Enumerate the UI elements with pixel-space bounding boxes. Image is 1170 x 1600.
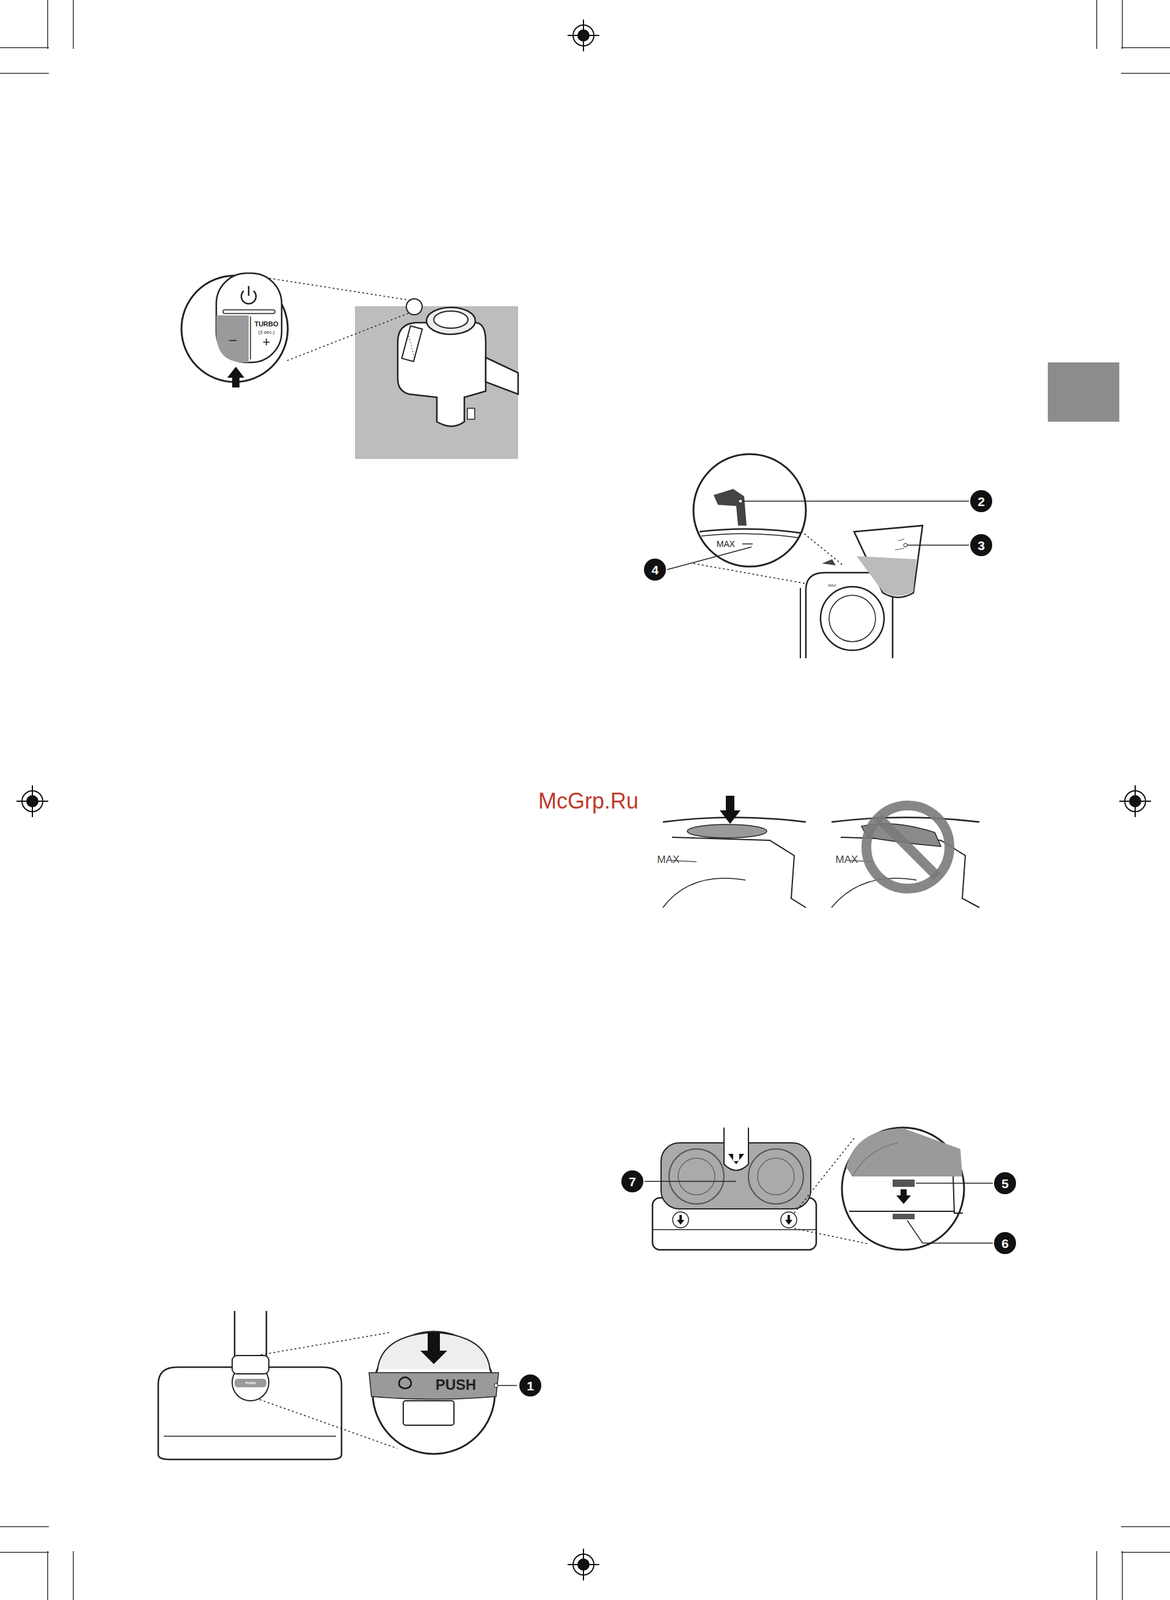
control-figure: [181, 273, 519, 459]
button-sign: –: [229, 332, 237, 347]
callout-number: 7: [621, 1170, 644, 1192]
level-mark: MAX: [835, 854, 859, 865]
button-label: (3 sec.): [258, 329, 275, 335]
mop-figure: [158, 1310, 517, 1459]
watermark: McGrp.Ru: [538, 789, 639, 812]
section-tab: [1047, 362, 1120, 422]
button-label: PUSH: [435, 1377, 477, 1392]
callout-number: 2: [970, 489, 993, 512]
level-mark: MAX: [716, 539, 735, 549]
button-label: TURBO: [254, 320, 278, 328]
lid-figures: [662, 795, 980, 908]
callout-number: 5: [994, 1171, 1017, 1194]
callout-number: 1: [519, 1374, 542, 1397]
level-mark: MAX: [657, 854, 681, 865]
level-mark: MAX: [827, 583, 836, 588]
callout-number: 3: [970, 533, 993, 556]
button-sign: +: [262, 335, 271, 349]
callout-number: 6: [994, 1231, 1017, 1254]
callout-number: 4: [643, 558, 666, 581]
tray-figure: [644, 1127, 993, 1250]
registration-marks: [16, 19, 1152, 1580]
tank-fill-figure: [667, 453, 969, 659]
button-label: PUSH: [245, 1380, 256, 1385]
